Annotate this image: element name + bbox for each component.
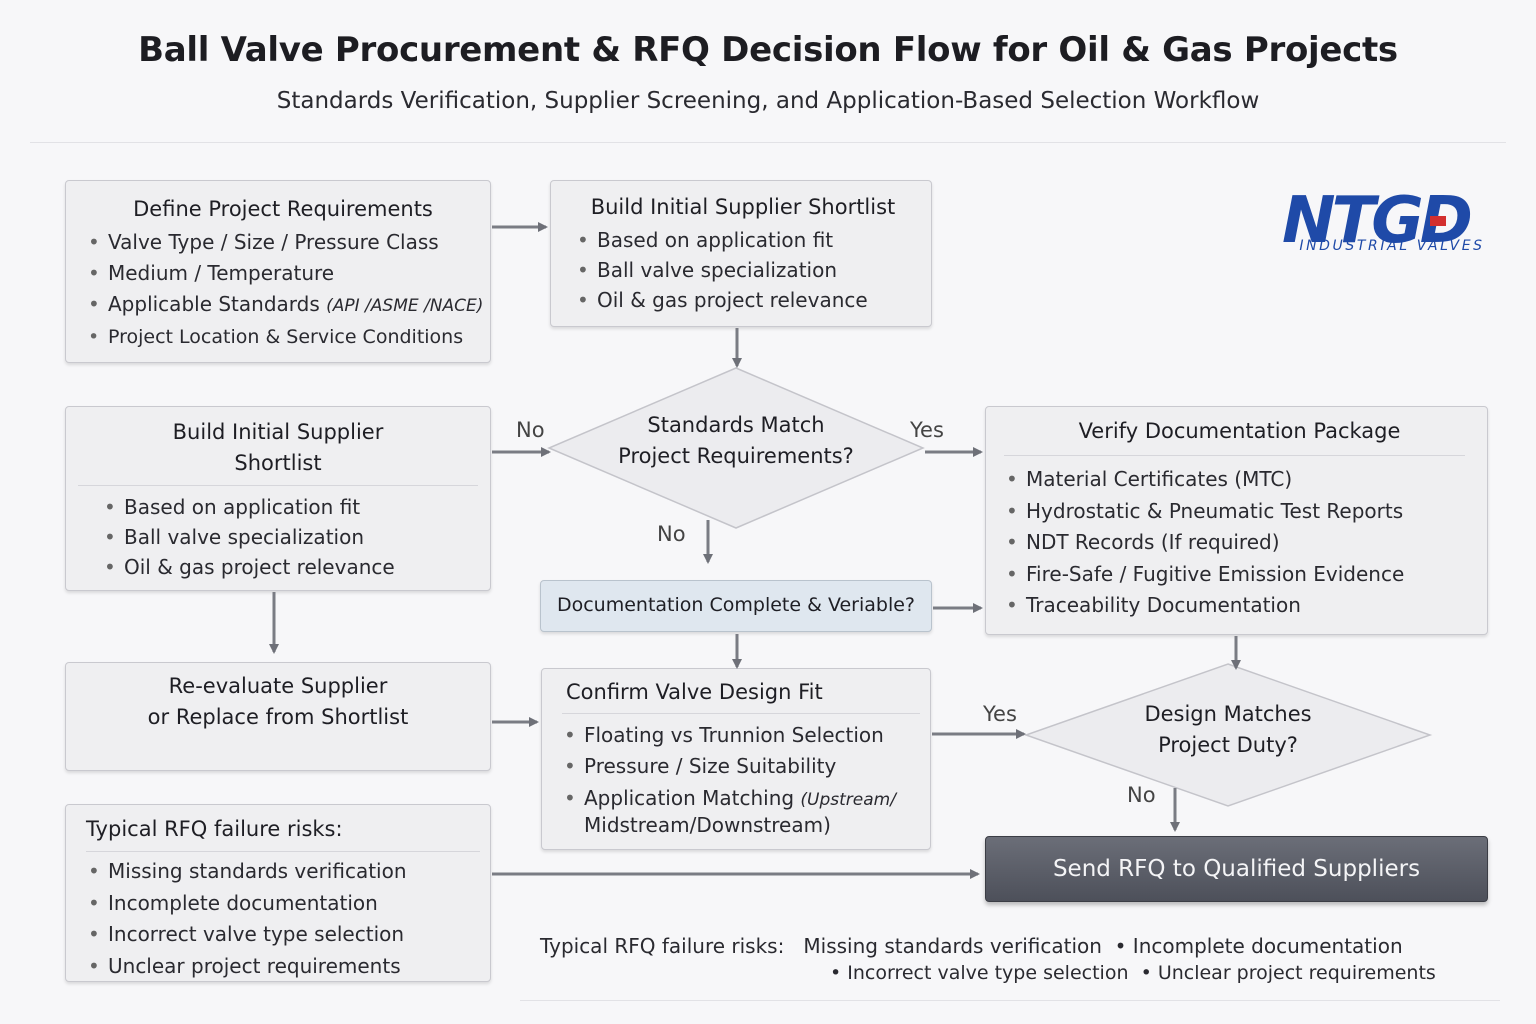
list-item: Incomplete documentation (86, 888, 480, 920)
label-yes-right: Yes (910, 418, 944, 442)
shortlist-top-box: Build Initial Supplier Shortlist Based o… (550, 180, 932, 327)
standards-decision-text: Standards Match Project Requirements? (560, 410, 912, 472)
standards-decision-line2: Project Requirements? (618, 444, 854, 468)
bottom-risk-item: Incomplete documentation (1132, 934, 1403, 958)
reevaluate-line2: or Replace from Shortlist (147, 705, 409, 729)
reevaluate-supplier-title: Re-evaluate Supplier or Replace from Sho… (76, 671, 480, 733)
shortlist-left-list: Based on application fit Ball valve spec… (78, 492, 478, 582)
standards-decision-line1: Standards Match (647, 413, 825, 437)
verify-documentation-list: Material Certificates (MTC) Hydrostatic … (1004, 464, 1475, 622)
list-item: Oil & gas project relevance (102, 552, 478, 582)
shortlist-left-divider (78, 485, 478, 486)
bottom-risk-item: Missing standards verification (803, 934, 1102, 958)
shortlist-top-title: Build Initial Supplier Shortlist (590, 195, 896, 219)
logo-tagline: INDUSTRIAL VALVES (1299, 238, 1485, 254)
list-item: Medium / Temperature (86, 258, 480, 289)
list-item: Missing standards verification (86, 856, 480, 888)
reevaluate-line1: Re-evaluate Supplier (168, 674, 388, 698)
list-item: Applicable Standards (API /ASME /NACE) (86, 289, 484, 322)
design-decision-line1: Design Matches (1144, 702, 1312, 726)
list-item: Floating vs Trunnion Selection (562, 720, 920, 751)
bottom-risk-item: Unclear project requirements (1157, 962, 1436, 984)
design-decision-line2: Project Duty? (1158, 733, 1298, 757)
verify-documentation-divider (1004, 455, 1465, 456)
app-matching-note: (Upstream/ (800, 790, 896, 810)
list-item: Pressure / Size Suitability (562, 751, 920, 782)
list-item: Ball valve specialization (102, 522, 478, 552)
list-item: Application Matching (Upstream/ Midstrea… (562, 782, 920, 838)
documentation-complete-box: Documentation Complete & Veriable? (540, 580, 932, 632)
shortlist-top-list: Based on application fit Ball valve spec… (575, 225, 921, 315)
list-item: Hydrostatic & Pneumatic Test Reports (1004, 496, 1475, 528)
bottom-risks-line2: • Incorrect valve type selection • Uncle… (830, 962, 1436, 984)
label-no-design: No (1127, 783, 1156, 807)
page-subtitle: Standards Verification, Supplier Screeni… (276, 88, 1260, 114)
confirm-design-list: Floating vs Trunnion Selection Pressure … (562, 720, 920, 838)
risks-title-bold: failure risks: (213, 817, 343, 841)
define-requirements-title: Define Project Requirements (133, 197, 433, 221)
list-item: Oil & gas project relevance (575, 285, 921, 315)
list-item: Material Certificates (MTC) (1004, 464, 1475, 496)
page-title: Ball Valve Procurement & RFQ Decision Fl… (138, 30, 1398, 70)
verify-documentation-title: Verify Documentation Package (1078, 419, 1401, 443)
header-divider (30, 142, 1506, 143)
shortlist-left-box: Build Initial Supplier Shortlist Based o… (65, 406, 491, 591)
app-matching-line2: Midstream/Downstream) (584, 813, 831, 837)
list-item: Unclear project requirements (86, 951, 480, 983)
standards-decision-diamond (547, 367, 925, 529)
list-item: Incorrect valve type selection (86, 919, 480, 951)
define-requirements-list: Valve Type / Size / Pressure Class Mediu… (86, 227, 484, 353)
send-rfq-box: Send RFQ to Qualified Suppliers (985, 836, 1488, 902)
define-requirements-box: Define Project Requirements Valve Type /… (65, 180, 491, 363)
risks-divider (86, 851, 480, 852)
risks-title-prefix: Typical RFQ (86, 817, 208, 841)
risks-title: Typical RFQ failure risks: (86, 813, 480, 845)
list-item: NDT Records (If required) (1004, 527, 1475, 559)
app-matching-label: Application Matching (584, 786, 795, 810)
reevaluate-supplier-box: Re-evaluate Supplier or Replace from Sho… (65, 662, 491, 771)
bottom-risks-footer: Typical RFQ failure risks: Missing stand… (540, 934, 1500, 990)
ntgd-logo-icon: NTGD (1282, 184, 1475, 258)
shortlist-left-title-line2: Shortlist (234, 451, 322, 475)
shortlist-left-title: Build Initial Supplier Shortlist (78, 417, 478, 479)
label-no-left: No (516, 418, 545, 442)
standards-label: Applicable Standards (108, 292, 320, 316)
list-item: Fire-Safe / Fugitive Emission Evidence (1004, 559, 1475, 591)
risks-box: Typical RFQ failure risks: Missing stand… (65, 804, 491, 982)
list-item: Based on application fit (575, 225, 921, 255)
confirm-design-divider (562, 713, 920, 714)
list-item: Valve Type / Size / Pressure Class (86, 227, 480, 258)
verify-documentation-box: Verify Documentation Package Material Ce… (985, 406, 1488, 635)
list-item: Ball valve specialization (575, 255, 921, 285)
logo-red-accent (1430, 216, 1446, 226)
design-decision-text: Design Matches Project Duty? (1080, 699, 1376, 761)
risks-list: Missing standards verification Incomplet… (86, 856, 480, 982)
standards-note: (API /ASME /NACE) (326, 296, 484, 316)
list-item: Based on application fit (102, 492, 478, 522)
bottom-risk-item: Incorrect valve type selection (847, 962, 1129, 984)
label-no-down: No (657, 522, 686, 546)
label-yes-design: Yes (983, 702, 1017, 726)
confirm-design-box: Confirm Valve Design Fit Floating vs Tru… (541, 668, 931, 850)
bottom-risks-line1: Typical RFQ failure risks: Missing stand… (540, 934, 1403, 958)
list-item: Project Location & Service Conditions (86, 322, 480, 353)
shortlist-left-title-line1: Build Initial Supplier (172, 420, 384, 444)
design-decision-diamond (1023, 663, 1433, 807)
confirm-design-title: Confirm Valve Design Fit (566, 680, 823, 704)
footer-divider (520, 1000, 1500, 1001)
bottom-risks-prefix: Typical RFQ failure risks: (540, 934, 785, 958)
list-item: Traceability Documentation (1004, 590, 1475, 622)
